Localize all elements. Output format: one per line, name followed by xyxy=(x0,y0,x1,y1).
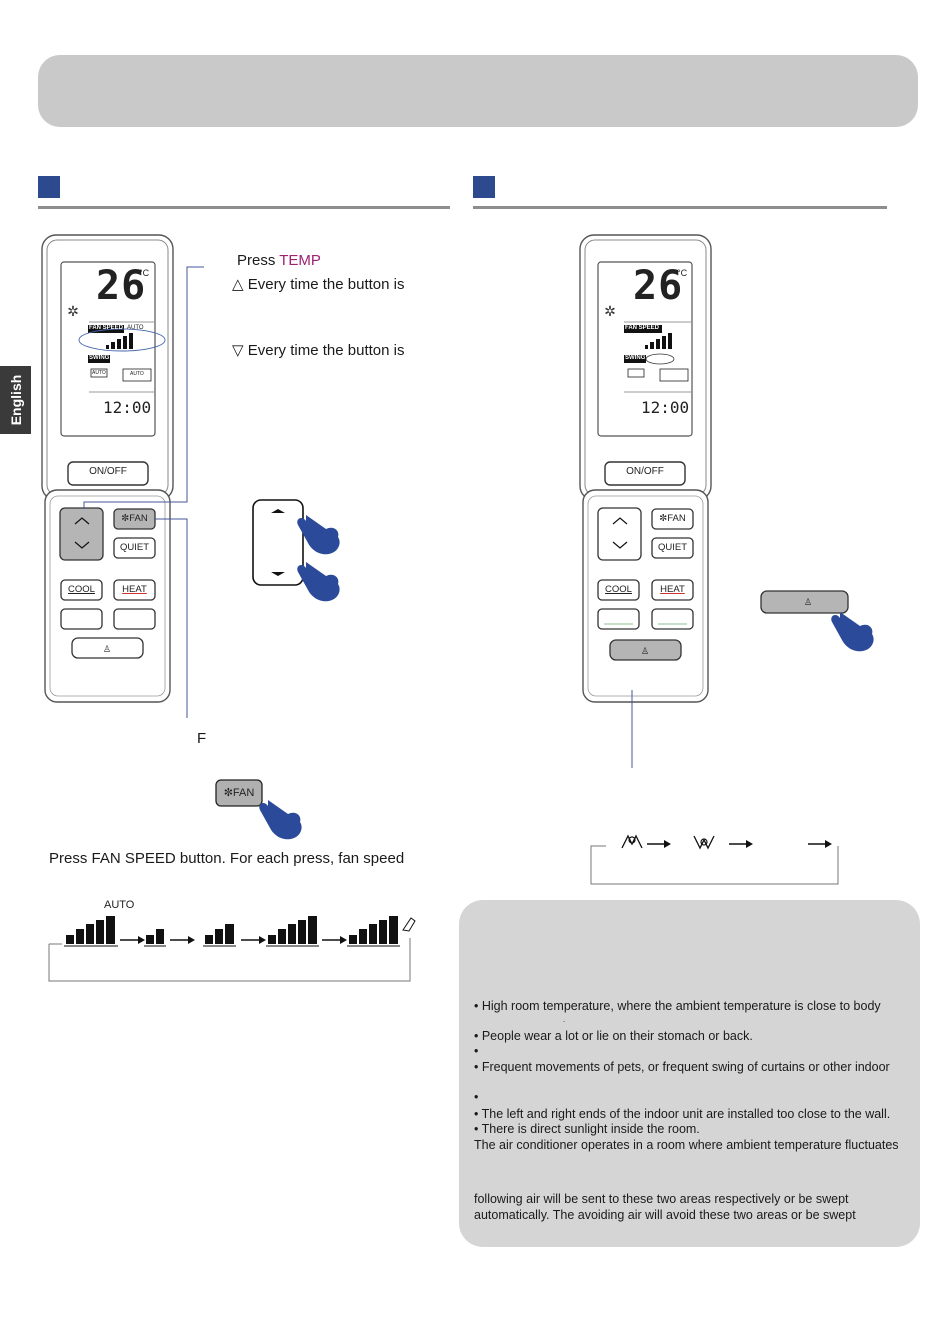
temp-press-text: Press TEMP xyxy=(237,252,321,269)
note-line: • People wear a lot or lie on their stom… xyxy=(474,1029,753,1043)
right-section-marker xyxy=(473,176,495,198)
right-remote: ✲ ♙ xyxy=(579,234,712,768)
language-tab: English xyxy=(0,366,31,434)
note-line: • The left and right ends of the indoor … xyxy=(474,1107,891,1121)
right-section-divider xyxy=(473,206,887,209)
svg-text:♙: ♙ xyxy=(103,644,111,654)
left-fan-button[interactable]: ✼FAN xyxy=(121,513,148,524)
avoid-key-illustration: ♙ xyxy=(760,590,874,652)
fan-instruction: Press FAN SPEED button. For each press, … xyxy=(49,850,405,867)
fan-key-illustration xyxy=(215,779,302,840)
right-fan-speed-tag: FAN SPEED xyxy=(625,325,660,331)
right-cool-button[interactable]: COOL xyxy=(605,584,632,595)
fan-key-label: ✼FAN xyxy=(223,787,255,799)
fan-icon: ✼ xyxy=(223,787,233,799)
fan-speed-sequence xyxy=(48,916,416,982)
note-line: automatically. The avoiding air will avo… xyxy=(474,1208,856,1222)
left-swing-auto-b: AUTO xyxy=(130,371,144,377)
right-remote-temperature: 26 xyxy=(633,263,684,309)
note-line: • xyxy=(474,1044,479,1058)
left-fan-auto-tag: AUTO xyxy=(127,325,144,331)
right-onoff-button[interactable]: ON/OFF xyxy=(626,466,664,477)
left-remote-clock: 12:00 xyxy=(103,398,152,417)
left-swing-auto-a: AUTO xyxy=(92,370,106,376)
left-onoff-button[interactable]: ON/OFF xyxy=(89,466,127,477)
right-remote-temp-unit: °C xyxy=(677,268,688,278)
note-line: • There is direct sunlight inside the ro… xyxy=(474,1122,700,1136)
fan-callout-label: F xyxy=(197,730,207,747)
note-line: • High room temperature, where the ambie… xyxy=(474,999,881,1013)
left-fan-speed-tag: FAN SPEED xyxy=(89,325,124,331)
fan-sequence-auto-label: AUTO xyxy=(104,899,135,911)
note-line: following air will be sent to these two … xyxy=(474,1192,849,1206)
swing-cycle-diagram xyxy=(590,834,839,885)
left-quiet-button[interactable]: QUIET xyxy=(119,542,150,553)
note-line: • Frequent movements of pets, or frequen… xyxy=(474,1060,890,1074)
right-quiet-button[interactable]: QUIET xyxy=(657,542,688,553)
svg-text:♙: ♙ xyxy=(804,597,812,607)
note-line: • xyxy=(474,1090,479,1104)
right-fan-button[interactable]: ✼FAN xyxy=(659,513,686,524)
left-swing-tag: SWING xyxy=(89,355,110,361)
triangle-down-icon: ▽ xyxy=(232,342,244,359)
note-line: . xyxy=(563,1015,566,1024)
left-section-divider xyxy=(38,206,450,209)
right-remote-clock: 12:00 xyxy=(641,398,690,417)
note-line: The air conditioner operates in a room w… xyxy=(474,1138,899,1152)
note-box xyxy=(459,900,920,1247)
left-remote-temperature: 26 xyxy=(96,263,147,309)
fan-icon: ✼ xyxy=(121,513,130,524)
temp-rocker-illustration xyxy=(252,499,340,602)
svg-text:✲: ✲ xyxy=(67,303,79,319)
triangle-up-icon: △ xyxy=(232,276,244,293)
right-heat-button[interactable]: HEAT xyxy=(660,584,685,595)
svg-text:♙: ♙ xyxy=(641,646,649,656)
temp-down-text: ▽ Every time the button is xyxy=(232,342,405,359)
svg-text:✲: ✲ xyxy=(604,303,616,319)
left-remote: ✲ ♙ xyxy=(41,234,204,718)
left-heat-button[interactable]: HEAT xyxy=(122,584,147,595)
right-swing-tag: SWING xyxy=(625,355,646,361)
fan-icon: ✼ xyxy=(659,513,668,524)
left-cool-button[interactable]: COOL xyxy=(68,584,95,595)
left-section-marker xyxy=(38,176,60,198)
header-banner xyxy=(38,55,918,127)
temp-up-text: △ Every time the button is xyxy=(232,276,405,293)
left-remote-temp-unit: °C xyxy=(139,268,150,278)
